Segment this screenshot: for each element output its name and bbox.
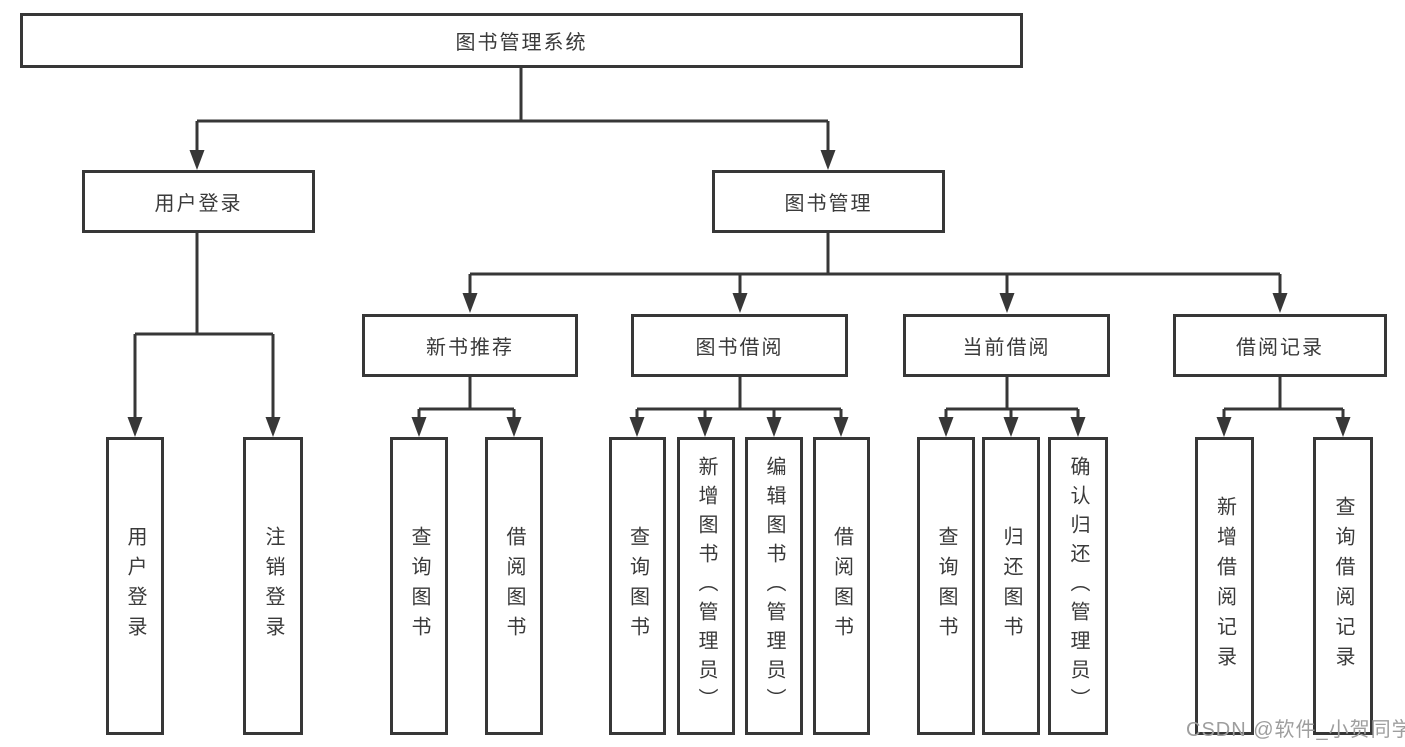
node-leaf-borrow-books-1: 借阅图书 (485, 437, 543, 735)
node-label: 确认归还（管理员） (1067, 455, 1089, 717)
node-label: 注销登录 (262, 526, 284, 646)
arrow-down-icon (732, 293, 748, 313)
arrow-down-icon (1272, 293, 1288, 313)
arrow-down-icon (189, 150, 205, 170)
arrow-down-icon (462, 293, 478, 313)
node-label: 编辑图书（管理员） (763, 455, 785, 717)
node-leaf-return-book: 归还图书 (982, 437, 1040, 735)
node-label: 查询借阅记录 (1332, 496, 1354, 676)
arrow-down-icon (1335, 417, 1351, 437)
connector-book-management (468, 233, 1282, 295)
node-label: 新书推荐 (426, 337, 514, 359)
node-label: 借阅记录 (1236, 337, 1324, 359)
arrow-down-icon (999, 293, 1015, 313)
node-leaf-user-login: 用户登录 (106, 437, 164, 735)
node-label: 归还图书 (1000, 526, 1022, 646)
node-book-borrowing: 图书借阅 (631, 314, 848, 377)
node-label: 用户登录 (154, 193, 243, 215)
node-leaf-borrow-books-2: 借阅图书 (813, 437, 870, 735)
node-borrowing-records: 借阅记录 (1173, 314, 1387, 377)
connector-root (195, 68, 830, 152)
node-label: 图书管理 (784, 193, 873, 215)
node-leaf-query-borrow-record: 查询借阅记录 (1313, 437, 1373, 735)
node-library-management-system: 图书管理系统 (20, 13, 1023, 68)
node-label: 新增图书（管理员） (695, 455, 717, 717)
node-label: 当前借阅 (962, 337, 1051, 359)
node-book-management: 图书管理 (712, 170, 945, 233)
node-leaf-query-books-2: 查询图书 (609, 437, 666, 735)
node-leaf-confirm-return-admin: 确认归还（管理员） (1048, 437, 1108, 735)
connector-borrowing-records (1222, 377, 1345, 419)
connector-user-login (133, 233, 275, 419)
node-current-borrowing: 当前借阅 (903, 314, 1110, 377)
arrow-down-icon (766, 417, 782, 437)
node-label: 图书借阅 (695, 337, 784, 359)
node-label: 用户登录 (124, 526, 146, 646)
node-label: 新增借阅记录 (1213, 496, 1236, 676)
node-label: 查询图书 (626, 526, 649, 646)
node-label: 借阅图书 (503, 526, 525, 646)
arrow-down-icon (265, 417, 281, 437)
arrow-down-icon (629, 417, 645, 437)
arrow-down-icon (697, 417, 713, 437)
node-leaf-edit-book-admin: 编辑图书（管理员） (745, 437, 803, 735)
arrow-down-icon (506, 417, 522, 437)
node-user-login: 用户登录 (82, 170, 315, 233)
arrow-down-icon (411, 417, 427, 437)
node-leaf-logout: 注销登录 (243, 437, 303, 735)
arrow-down-icon (1003, 417, 1019, 437)
node-label: 查询图书 (408, 526, 430, 646)
connector-book-borrowing (635, 377, 843, 419)
arrow-down-icon (938, 417, 954, 437)
node-new-book-recommend: 新书推荐 (362, 314, 578, 377)
arrow-down-icon (1070, 417, 1086, 437)
node-label: 查询图书 (935, 526, 957, 646)
arrow-down-icon (833, 417, 849, 437)
node-leaf-add-borrow-record: 新增借阅记录 (1195, 437, 1254, 735)
node-label: 图书管理系统 (455, 32, 588, 54)
node-leaf-query-books-3: 查询图书 (917, 437, 975, 735)
node-label: 借阅图书 (830, 526, 853, 646)
connector-current-borrowing (944, 377, 1080, 419)
node-leaf-query-books-1: 查询图书 (390, 437, 448, 735)
arrow-down-icon (1216, 417, 1232, 437)
node-leaf-add-book-admin: 新增图书（管理员） (677, 437, 735, 735)
csdn-watermark: CSDN @软件_小贺同学 (1186, 719, 1405, 741)
arrow-down-icon (820, 150, 836, 170)
connector-new-book (417, 377, 516, 419)
arrow-down-icon (127, 417, 143, 437)
